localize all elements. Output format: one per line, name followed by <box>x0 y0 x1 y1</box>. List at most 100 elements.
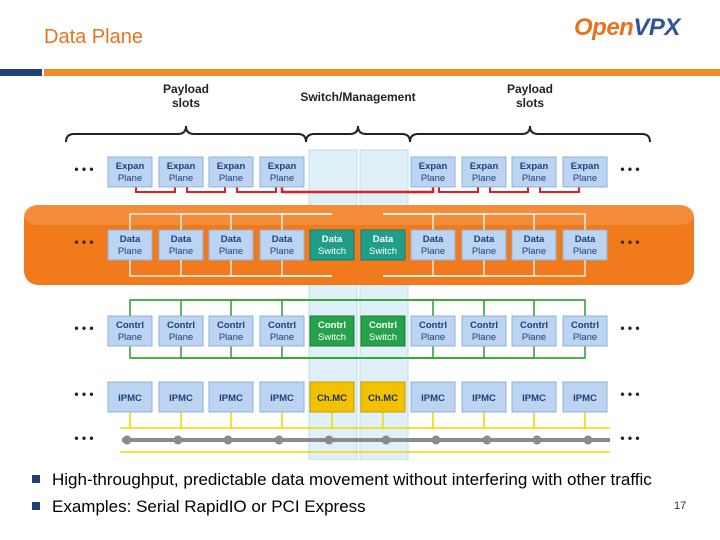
slot-box-ctrl <box>360 315 406 347</box>
payload-slots-label: Payload <box>163 82 209 96</box>
slot-label-line2: Plane <box>522 173 546 184</box>
slot-box-data <box>511 229 557 261</box>
bullet-item: Examples: Serial RapidIO or PCI Express <box>30 493 652 520</box>
slot-label-line1: Expan <box>116 161 145 172</box>
slot-label-line1: Data <box>373 234 394 245</box>
slot-box-expan <box>259 156 305 188</box>
bus-node-dot <box>431 435 441 445</box>
slot-box-ipmc <box>410 381 456 413</box>
expansion-link-line <box>186 187 226 193</box>
slot-label-line1: Data <box>423 234 444 245</box>
payload-slots-label: slots <box>172 96 200 110</box>
slot-label: Ch.MC <box>368 393 398 404</box>
bullet-text: Examples: Serial RapidIO or PCI Express <box>52 497 366 516</box>
slot-label-line2: Plane <box>169 246 193 257</box>
slot-label: IPMC <box>169 393 193 404</box>
slot-label-line1: Contrl <box>520 320 548 331</box>
header-rule-orange <box>44 69 720 76</box>
expansion-link-line <box>539 187 580 193</box>
slot-box-ipmc <box>360 381 406 413</box>
slot-box-ipmc <box>461 381 507 413</box>
slot-label-line2: Plane <box>421 332 445 343</box>
slot-label-line2: Plane <box>219 246 243 257</box>
slot-label-line2: Plane <box>472 246 496 257</box>
slot-label-line2: Plane <box>573 246 597 257</box>
slot-label-line2: Plane <box>118 246 142 257</box>
slot-label: IPMC <box>522 393 546 404</box>
slot-box-expan <box>107 156 153 188</box>
slot-label: IPMC <box>472 393 496 404</box>
header-rule-blue <box>0 69 42 76</box>
slot-box-data <box>208 229 254 261</box>
ellipsis-right: • • • <box>620 387 639 401</box>
bullet-text: High-throughput, predictable data moveme… <box>52 470 652 489</box>
slot-box-ipmc <box>562 381 608 413</box>
bullet-item: High-throughput, predictable data moveme… <box>30 466 652 493</box>
bus-node-dot <box>173 435 183 445</box>
expansion-link-line <box>135 187 176 193</box>
expansion-link-line <box>438 187 479 193</box>
slot-box-ipmc <box>107 381 153 413</box>
bullet-marker <box>32 502 40 510</box>
data-plane-link-line <box>281 260 332 277</box>
slot-box-ctrl <box>511 315 557 347</box>
openvpx-logo: OpenVPX <box>574 14 680 42</box>
slot-label-line2: Plane <box>472 332 496 343</box>
bus-node-dot <box>583 435 593 445</box>
slot-label-line1: Data <box>171 234 192 245</box>
slot-label-line1: Contrl <box>217 320 245 331</box>
expansion-link-line <box>236 187 277 193</box>
expansion-link-line <box>489 187 529 193</box>
slot-label-line1: Data <box>221 234 242 245</box>
slot-label-line1: Contrl <box>167 320 195 331</box>
slot-box-expan <box>208 156 254 188</box>
slot-box-expan <box>158 156 204 188</box>
slot-label-line2: Switch <box>318 332 346 343</box>
ellipsis-left: • • • <box>74 235 93 249</box>
switch-brace <box>305 125 411 143</box>
slot-box-data <box>360 229 406 261</box>
slot-label-line2: Switch <box>318 246 346 257</box>
slot-label-line1: Expan <box>419 161 448 172</box>
payload-slots-label: Payload <box>507 82 553 96</box>
payload-brace-right <box>409 125 651 143</box>
slot-box-ipmc <box>208 381 254 413</box>
slot-box-data <box>259 229 305 261</box>
slot-label-line1: Contrl <box>116 320 144 331</box>
slot-label-line2: Plane <box>421 173 445 184</box>
slot-box-expan <box>511 156 557 188</box>
slot-label-line2: Plane <box>270 173 294 184</box>
bus-node-dot <box>482 435 492 445</box>
slot-label: IPMC <box>421 393 445 404</box>
slot-box-ctrl <box>309 315 355 347</box>
slot-box-data <box>562 229 608 261</box>
slot-label: IPMC <box>118 393 142 404</box>
slot-label-line1: Contrl <box>419 320 447 331</box>
slot-box-ctrl <box>208 315 254 347</box>
bus-node-dot <box>381 435 391 445</box>
slot-box-expan <box>461 156 507 188</box>
ellipsis-left: • • • <box>74 387 93 401</box>
expansion-link-line <box>280 187 435 194</box>
slot-label-line2: Plane <box>118 173 142 184</box>
slot-box-data <box>158 229 204 261</box>
slot-box-ctrl <box>158 315 204 347</box>
slot-label-line1: Contrl <box>369 320 397 331</box>
bullet-list: High-throughput, predictable data moveme… <box>30 466 652 520</box>
slot-label-line1: Expan <box>167 161 196 172</box>
bus-node-dot <box>532 435 542 445</box>
slot-label-line2: Plane <box>270 246 294 257</box>
slot-label-line1: Contrl <box>318 320 346 331</box>
logo-open-text: Open <box>574 14 634 41</box>
bus-node-dot <box>122 435 132 445</box>
slot-label-line1: Expan <box>268 161 297 172</box>
slot-box-expan <box>562 156 608 188</box>
slot-box-ipmc <box>309 381 355 413</box>
slot-label-line2: Plane <box>522 246 546 257</box>
slot-label-line1: Contrl <box>571 320 599 331</box>
switch-column-highlight <box>308 149 358 460</box>
slot-label-line2: Plane <box>573 332 597 343</box>
slot-label-line2: Plane <box>573 173 597 184</box>
payload-brace-left <box>65 125 307 143</box>
page-number: 17 <box>674 500 687 512</box>
